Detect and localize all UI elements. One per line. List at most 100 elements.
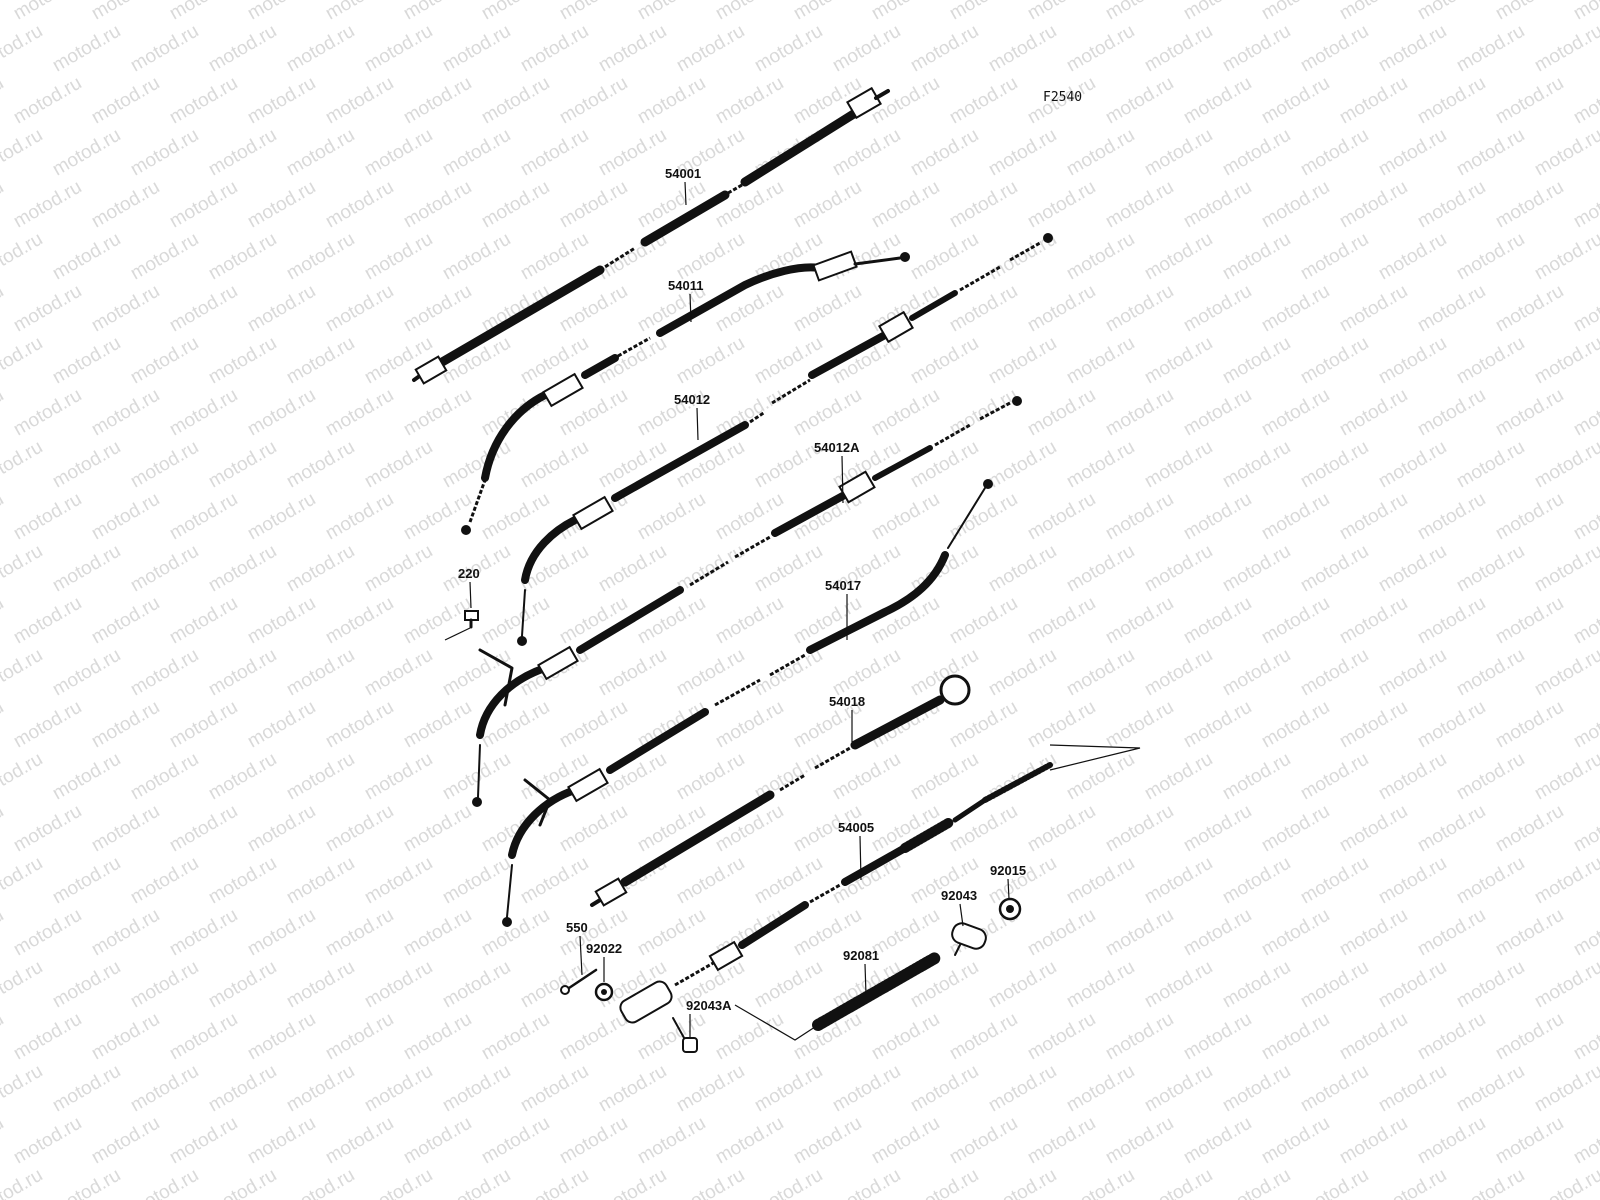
watermark-text: motod.ru xyxy=(1492,385,1567,441)
watermark-text: motod.ru xyxy=(88,801,163,857)
watermark-text: motod.ru xyxy=(1063,333,1138,389)
watermark-text: motod.ru xyxy=(1453,125,1528,181)
watermark-text: motod.ru xyxy=(517,333,592,389)
watermark-text: motod.ru xyxy=(0,437,46,493)
watermark-text: motod.ru xyxy=(0,333,46,389)
watermark-text: motod.ru xyxy=(10,905,85,961)
watermark-text: motod.ru xyxy=(88,489,163,545)
watermark-text: motod.ru xyxy=(1531,957,1600,1013)
watermark-text: motod.ru xyxy=(985,541,1060,597)
watermark-text: motod.ru xyxy=(0,125,46,181)
watermark-text: motod.ru xyxy=(10,385,85,441)
watermark-text: motod.ru xyxy=(517,125,592,181)
cable-54011 xyxy=(461,250,910,535)
watermark-text: motod.ru xyxy=(322,801,397,857)
watermark-text: motod.ru xyxy=(478,593,553,649)
watermark-text: motod.ru xyxy=(205,333,280,389)
watermark-text: motod.ru xyxy=(166,1009,241,1065)
watermark-text: motod.ru xyxy=(634,489,709,545)
watermark-text: motod.ru xyxy=(1570,801,1600,857)
watermark-text: motod.ru xyxy=(1063,853,1138,909)
watermark-text: motod.ru xyxy=(1219,957,1294,1013)
watermark-text: motod.ru xyxy=(49,1061,124,1117)
cable-54017 xyxy=(502,479,993,927)
watermark-text: motod.ru xyxy=(1219,125,1294,181)
watermark-text: motod.ru xyxy=(595,1165,670,1200)
watermark-text: motod.ru xyxy=(439,229,514,285)
watermark-text: motod.ru xyxy=(1414,905,1489,961)
watermark-text: motod.ru xyxy=(322,73,397,129)
watermark-text: motod.ru xyxy=(907,437,982,493)
watermark-text: motod.ru xyxy=(439,125,514,181)
watermark-text: motod.ru xyxy=(49,1165,124,1200)
watermark-text: motod.ru xyxy=(1414,697,1489,753)
watermark-text: motod.ru xyxy=(790,281,865,337)
callout-92081: 92081 xyxy=(843,948,879,963)
watermark-text: motod.ru xyxy=(283,645,358,701)
watermark-text: motod.ru xyxy=(244,801,319,857)
watermark-text: motod.ru xyxy=(322,489,397,545)
watermark-text: motod.ru xyxy=(1102,697,1177,753)
watermark-text: motod.ru xyxy=(1141,1061,1216,1117)
watermark-text: motod.ru xyxy=(946,73,1021,129)
watermark-text: motod.ru xyxy=(0,749,46,805)
watermark-text: motod.ru xyxy=(1492,905,1567,961)
watermark-text: motod.ru xyxy=(283,125,358,181)
cable-54012 xyxy=(517,233,1053,646)
watermark-text: motod.ru xyxy=(1063,957,1138,1013)
watermark-text: motod.ru xyxy=(1570,385,1600,441)
watermark-text: motod.ru xyxy=(49,645,124,701)
watermark-text: motod.ru xyxy=(595,1061,670,1117)
watermark-text: motod.ru xyxy=(829,853,904,909)
watermark-text: motod.ru xyxy=(829,1165,904,1200)
watermark-text: motod.ru xyxy=(205,749,280,805)
watermark-text: motod.ru xyxy=(244,281,319,337)
watermark-text: motod.ru xyxy=(712,385,787,441)
watermark-text: motod.ru xyxy=(868,1009,943,1065)
watermark-text: motod.ru xyxy=(1336,489,1411,545)
watermark-text: motod.ru xyxy=(49,437,124,493)
watermark-text: motod.ru xyxy=(0,593,7,649)
watermark-text: motod.ru xyxy=(244,73,319,129)
watermark-text: motod.ru xyxy=(1024,905,1099,961)
watermark-text: motod.ru xyxy=(1453,749,1528,805)
watermark-text: motod.ru xyxy=(1531,1061,1600,1117)
watermark-text: motod.ru xyxy=(1024,281,1099,337)
watermark-text: motod.ru xyxy=(985,333,1060,389)
watermark-text: motod.ru xyxy=(283,1061,358,1117)
watermark-text: motod.ru xyxy=(1102,1113,1177,1169)
watermark-text: motod.ru xyxy=(1102,177,1177,233)
watermark-text: motod.ru xyxy=(361,749,436,805)
watermark-text: motod.ru xyxy=(478,489,553,545)
watermark-text: motod.ru xyxy=(127,853,202,909)
watermark-text: motod.ru xyxy=(1258,489,1333,545)
watermark-text: motod.ru xyxy=(1024,593,1099,649)
cable-54018 xyxy=(590,674,971,907)
watermark-text: motod.ru xyxy=(1414,0,1489,24)
watermark-text: motod.ru xyxy=(400,281,475,337)
watermark-text: motod.ru xyxy=(1219,21,1294,77)
watermark-text: motod.ru xyxy=(1297,645,1372,701)
callout-54017: 54017 xyxy=(825,578,861,593)
watermark-text: motod.ru xyxy=(595,21,670,77)
watermark-text: motod.ru xyxy=(322,177,397,233)
watermark-text: motod.ru xyxy=(1375,957,1450,1013)
watermark-text: motod.ru xyxy=(1102,73,1177,129)
watermark-text: motod.ru xyxy=(10,489,85,545)
watermark-text: motod.ru xyxy=(673,749,748,805)
watermark-text: motod.ru xyxy=(985,437,1060,493)
watermark-text: motod.ru xyxy=(322,905,397,961)
watermark-text: motod.ru xyxy=(673,541,748,597)
watermark-text: motod.ru xyxy=(478,177,553,233)
watermark-text: motod.ru xyxy=(1570,489,1600,545)
watermark-text: motod.ru xyxy=(244,905,319,961)
watermark-text: motod.ru xyxy=(0,1061,46,1117)
watermark-text: motod.ru xyxy=(400,801,475,857)
watermark-text: motod.ru xyxy=(985,645,1060,701)
watermark-text: motod.ru xyxy=(361,645,436,701)
watermark-text: motod.ru xyxy=(400,73,475,129)
watermark-text: motod.ru xyxy=(127,541,202,597)
watermark-text: motod.ru xyxy=(1219,749,1294,805)
watermark-text: motod.ru xyxy=(1141,853,1216,909)
watermark-text: motod.ru xyxy=(1219,1061,1294,1117)
